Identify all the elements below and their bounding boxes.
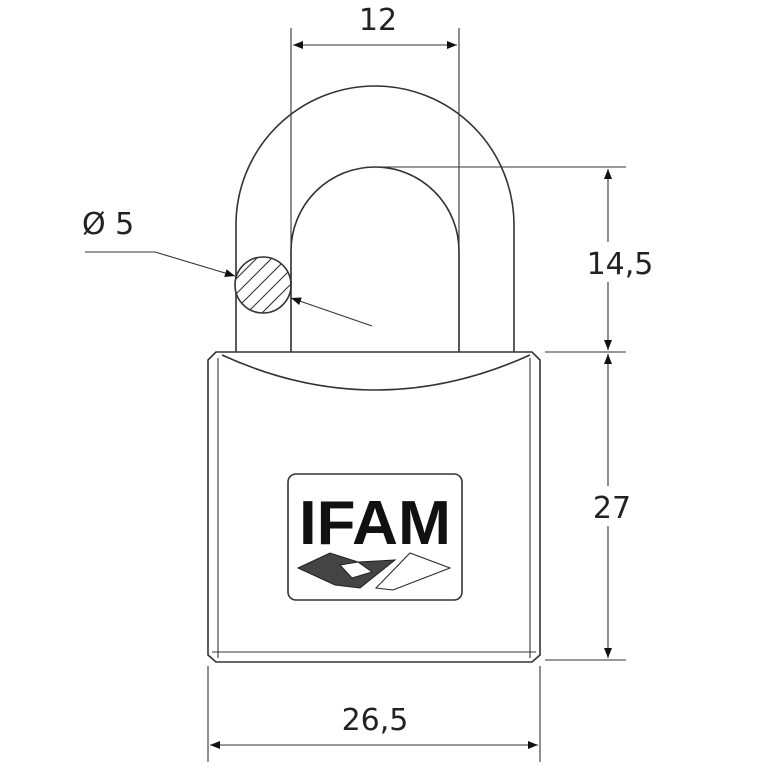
dimension-body-width: 26,5	[207, 666, 541, 762]
dim-label-12: 12	[359, 3, 397, 38]
dim-label-diameter: Ø 5	[82, 207, 134, 242]
dim-label-27: 27	[593, 491, 631, 526]
dimension-shackle-diameter: Ø 5	[82, 207, 373, 327]
logo-text: IFAM	[299, 489, 451, 558]
padlock-body	[207, 351, 541, 663]
dim-label-26-5: 26,5	[342, 703, 409, 738]
shackle	[235, 85, 515, 352]
dim-label-14-5: 14,5	[587, 247, 654, 282]
ifam-logo: IFAM	[287, 473, 463, 601]
dimension-shackle-width: 12	[290, 3, 460, 352]
dimension-body-height: 27	[545, 354, 638, 661]
dimension-shackle-clearance: 14,5	[380, 166, 660, 353]
shackle-cross-section	[234, 256, 292, 314]
